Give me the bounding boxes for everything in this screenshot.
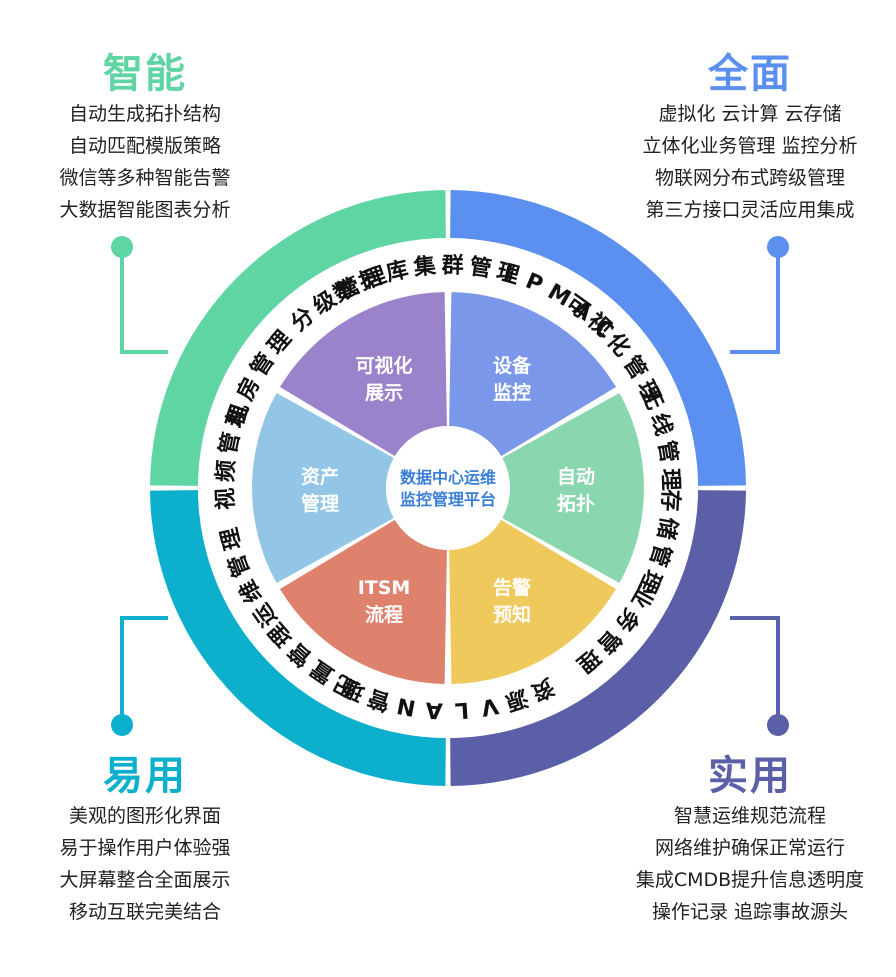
- center-line-1: 数据中心运维: [400, 468, 496, 487]
- corner-comprehensive-title: 全面: [708, 51, 792, 97]
- corner-smart-title: 智能: [103, 51, 187, 97]
- ring-label-char: 视: [212, 487, 239, 510]
- ring-label-char: 管: [215, 430, 245, 457]
- segment-asset: [251, 392, 394, 584]
- connector-practical: [730, 616, 780, 725]
- corner-easy-item: 大屏幕整合全面展示: [59, 869, 231, 891]
- segment-alarm: [449, 519, 617, 684]
- ring-label-char: 管: [468, 253, 494, 282]
- segment-itsm: [279, 519, 447, 684]
- segment-monitor: [449, 292, 617, 457]
- center-circle: [386, 426, 510, 550]
- corner-practical-title: 实用: [708, 753, 792, 799]
- connector-dot-smart: [111, 236, 133, 258]
- segment-visual: [279, 292, 447, 457]
- corner-smart-item: 自动匹配模版策略: [68, 135, 221, 157]
- segment-label-topology: 自动: [557, 465, 595, 488]
- ring-label-char: 频: [213, 459, 240, 483]
- corner-easy-item: 美观的图形化界面: [68, 805, 221, 827]
- segment-label-monitor: 设备: [493, 354, 532, 377]
- ring-label-char: 集: [411, 253, 438, 281]
- corner-practical-item: 集成CMDB提升信息透明度: [635, 869, 865, 891]
- corner-smart: 智能 自动生成拓扑结构 自动匹配模版策略 微信等多种智能告警 大数据智能图表分析: [45, 50, 245, 226]
- corner-smart-item: 微信等多种智能告警: [59, 167, 231, 189]
- corner-practical: 实用 智慧运维规范流程 网络维护确保正常运行 集成CMDB提升信息透明度 操作记…: [620, 752, 880, 928]
- connector-dot-easy: [111, 714, 133, 736]
- connector-dot-practical: [767, 714, 789, 736]
- ring-quadrant-practical: [450, 490, 746, 786]
- corner-comprehensive: 全面 虚拟化 云计算 云存储 立体化业务管理 监控分析 物联网分布式跨级管理 第…: [625, 50, 875, 226]
- segment-label-asset: 管理: [301, 492, 339, 515]
- ring-label-char: 理: [657, 468, 683, 491]
- segment-label-asset: 资产: [301, 465, 339, 488]
- corner-comprehensive-item: 立体化业务管理 监控分析: [642, 135, 858, 157]
- corner-easy-item: 移动互联完美结合: [68, 901, 221, 923]
- ring-label-char: L: [454, 697, 470, 723]
- ring-label-char: N: [395, 692, 418, 720]
- segment-label-monitor: 监控: [493, 381, 531, 404]
- segment-label-alarm: 预知: [493, 603, 531, 626]
- corner-comprehensive-item: 物联网分布式跨级管理: [654, 167, 845, 189]
- connector-smart: [120, 247, 168, 354]
- connector-dot-comprehensive: [767, 236, 789, 258]
- corner-practical-item: 操作记录 追踪事故源头: [651, 901, 849, 923]
- center-line-2: 监控管理平台: [400, 490, 496, 509]
- corner-smart-item: 大数据智能图表分析: [59, 199, 231, 221]
- corner-easy-item: 易于操作用户体验强: [59, 837, 231, 859]
- ring-label-char: 储: [652, 515, 682, 541]
- ring-label-char: V: [479, 692, 500, 720]
- ring-label-char: 群: [441, 252, 464, 278]
- segment-label-visual: 可视化: [355, 354, 412, 377]
- connector-easy: [120, 616, 168, 725]
- segment-topology: [502, 392, 644, 584]
- segment-label-visual: 展示: [365, 382, 403, 404]
- segment-label-itsm: ITSM: [358, 577, 411, 599]
- segment-label-alarm: 告警: [493, 576, 531, 599]
- corner-comprehensive-item: 虚拟化 云计算 云存储: [658, 103, 842, 125]
- ring-label-char: 存: [657, 489, 684, 512]
- corner-smart-item: 自动生成拓扑结构: [68, 103, 221, 125]
- connector-comprehensive: [730, 247, 780, 354]
- ring-quadrant-smart: [150, 190, 446, 486]
- corner-easy: 易用 美观的图形化界面 易于操作用户体验强 大屏幕整合全面展示 移动互联完美结合: [45, 752, 245, 928]
- ring-quadrant-easy: [150, 490, 446, 786]
- ring-quadrant-comprehensive: [450, 190, 746, 486]
- corner-practical-item: 网络维护确保正常运行: [654, 837, 845, 859]
- corner-comprehensive-item: 第三方接口灵活应用集成: [645, 199, 855, 221]
- corner-practical-item: 智慧运维规范流程: [673, 805, 826, 827]
- segment-label-topology: 拓扑: [557, 492, 595, 515]
- ring-label-char: A: [425, 697, 444, 723]
- ring-label-char: 管: [653, 439, 682, 465]
- corner-easy-title: 易用: [103, 753, 187, 799]
- segment-label-itsm: 流程: [365, 603, 403, 626]
